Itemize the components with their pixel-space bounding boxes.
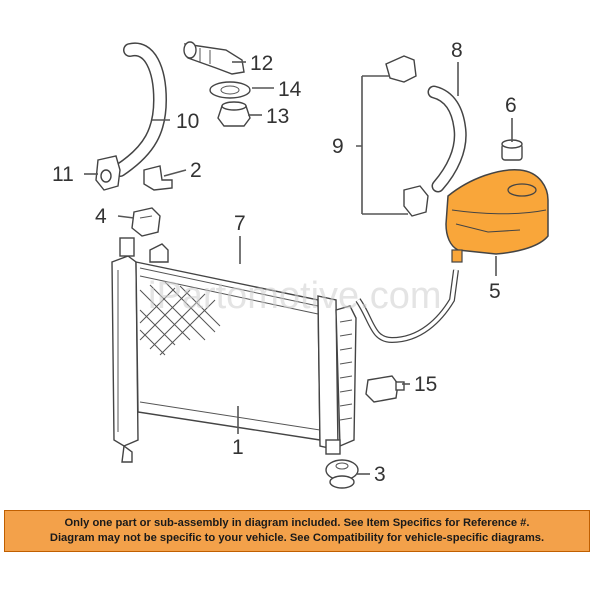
thermostat — [217, 101, 251, 127]
callouts: 10 12 14 13 11 2 4 7 1 3 15 8 6 9 5 — [52, 39, 517, 486]
leader-lines — [84, 61, 513, 475]
callout-11: 11 — [52, 163, 74, 186]
hose-clamp — [95, 155, 121, 191]
callout-8: 8 — [451, 39, 463, 62]
watermark: iPartomotive.com — [148, 275, 442, 317]
upper-mount — [131, 207, 161, 237]
callout-15: 15 — [414, 373, 437, 396]
reservoir-cap — [501, 139, 523, 161]
callout-4: 4 — [95, 205, 107, 228]
coolant-reservoir — [445, 169, 549, 263]
upper-radiator-hose — [113, 42, 168, 177]
callout-6: 6 — [505, 94, 517, 117]
overflow-hose — [153, 232, 459, 344]
radiator — [111, 237, 357, 463]
callout-2: 2 — [190, 159, 202, 182]
callout-5: 5 — [489, 280, 501, 303]
callout-7: 7 — [234, 212, 246, 235]
callout-14: 14 — [278, 78, 302, 101]
callout-1: 1 — [232, 436, 244, 459]
temperature-sensor — [365, 375, 405, 403]
bracket — [143, 165, 173, 191]
notice-line-2: Diagram may not be specific to your vehi… — [49, 532, 545, 544]
coolant-hose — [385, 55, 429, 217]
callout-9: 9 — [332, 135, 344, 158]
notice-line-1: Only one part or sub-assembly in diagram… — [64, 517, 530, 529]
reservoir-hose — [427, 85, 467, 193]
gasket — [209, 81, 251, 99]
callout-10: 10 — [176, 110, 199, 133]
thermostat-housing — [183, 41, 245, 75]
callout-3: 3 — [374, 463, 386, 486]
lower-mount — [325, 459, 359, 489]
compatibility-notice: Only one part or sub-assembly in diagram… — [4, 510, 590, 552]
callout-13: 13 — [266, 105, 289, 128]
callout-12: 12 — [250, 52, 273, 75]
